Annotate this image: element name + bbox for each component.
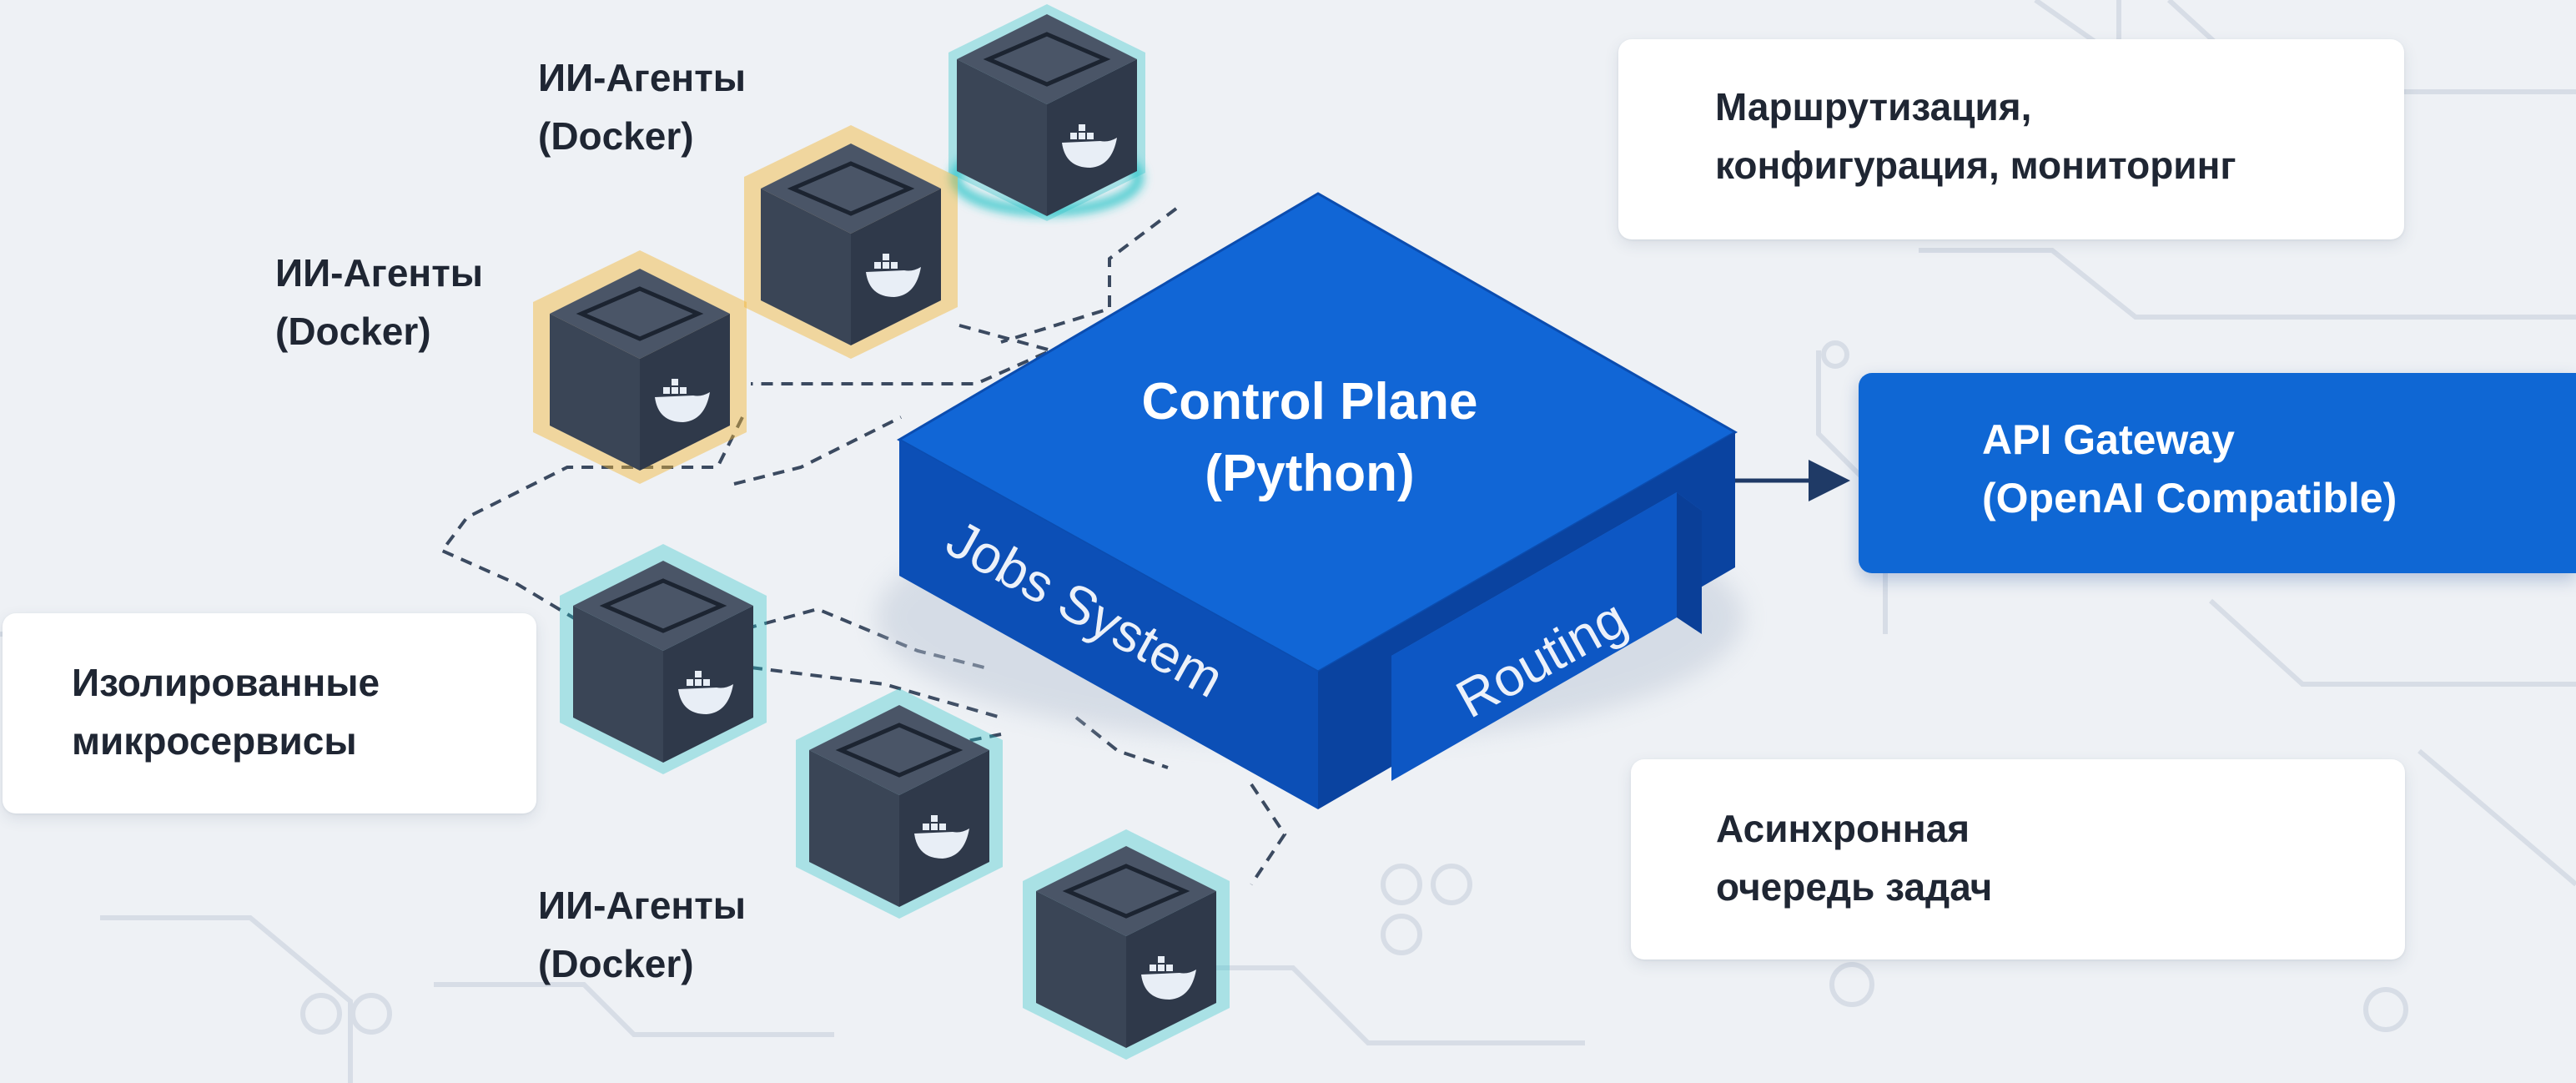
async-queue-card: Асинхронная очередь задач [1631,759,2405,960]
async-queue-line2: очередь задач [1716,865,1993,909]
isolated-services-line2: микросервисы [72,719,357,763]
agent-label-line2: (Docker) [275,310,431,353]
api-gateway-line2: (OpenAI Compatible) [1982,475,2397,521]
agent-cube [796,688,1003,919]
routing-config-card: Маршрутизация, конфигурация, мониторинг [1618,39,2404,239]
async-queue-text: Асинхронная очередь задач [1716,799,1992,916]
isolated-services-line1: Изолированные [72,661,380,704]
control-plane-title: Control Plane [1141,373,1477,431]
docker-whale-icon [655,379,710,422]
agent-label-line1: ИИ-Агенты [538,56,747,99]
routing-config-line2: конфигурация, мониторинг [1715,144,2236,187]
agent-label-line1: ИИ-Агенты [275,251,484,295]
control-plane-subtitle: (Python) [1205,445,1414,502]
docker-whale-icon [866,254,921,297]
agent-cubes [533,4,1230,1060]
routing-module-end [1677,492,1702,634]
agent-label-middle: ИИ-Агенты (Docker) [275,244,483,360]
agent-label-top: ИИ-Агенты (Docker) [538,48,746,165]
api-gateway-box: API Gateway (OpenAI Compatible) [1859,373,2576,573]
agent-cube [533,250,747,484]
docker-whale-icon [1141,956,1196,1000]
agent-label-line2: (Docker) [538,114,694,158]
agent-label-line2: (Docker) [538,942,694,985]
docker-whale-icon [1062,124,1117,168]
async-queue-line1: Асинхронная [1716,807,1970,850]
agent-cube [744,125,958,359]
agent-label-line1: ИИ-Агенты [538,884,747,927]
isolated-services-text: Изолированные микросервисы [72,653,380,770]
agent-label-bottom: ИИ-Агенты (Docker) [538,876,746,993]
control-plane-front [899,440,1318,809]
routing-module [1391,492,1677,781]
docker-whale-icon [678,671,733,714]
api-gateway-line1: API Gateway [1982,416,2235,463]
api-gateway-text: API Gateway (OpenAI Compatible) [1982,411,2397,527]
routing-config-text: Маршрутизация, конфигурация, мониторинг [1715,78,2236,194]
agent-cube [948,4,1145,221]
docker-whale-icon [914,815,969,859]
agent-cube [560,544,767,774]
agent-cube [1023,829,1230,1060]
control-plane: Control Plane (Python) Jobs System Routi… [896,192,1738,809]
routing-config-line1: Маршрутизация, [1715,85,2032,128]
isolated-services-card: Изолированные микросервисы [3,613,536,814]
